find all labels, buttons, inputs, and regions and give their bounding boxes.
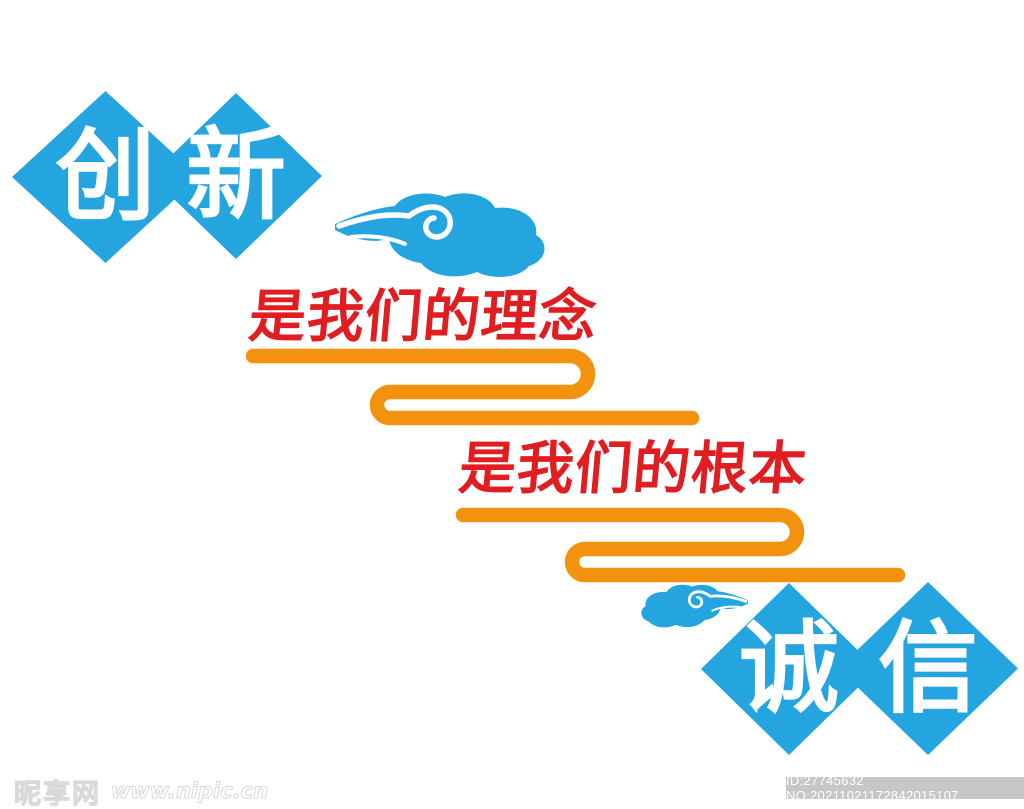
watermark: 昵享网 www.nipic.cn: [14, 776, 269, 809]
diamond-char-chuang: 创: [55, 118, 156, 235]
diamond-xin: 新: [150, 93, 322, 259]
watermark-site-name: 昵享网: [14, 778, 101, 809]
slogan-genben: 是我们的根本: [456, 436, 810, 502]
diamond-char-xinxin: 信: [878, 609, 978, 727]
serpentine-wave-ribbon-1: [246, 348, 700, 426]
auspicious-cloud-icon-large: [335, 193, 545, 277]
diamond-char-xin: 新: [186, 117, 286, 234]
watermark-site-url: www.nipic.cn: [110, 779, 269, 804]
serpentine-wave-ribbon-2: [456, 507, 906, 583]
diamond-char-cheng: 诚: [739, 610, 839, 727]
image-id-badge: ID:27745632 NO:20211021172842015107: [786, 773, 1024, 803]
auspicious-cloud-icon-small: [641, 584, 748, 628]
slogan-linian: 是我们的理念: [246, 284, 600, 350]
diamond-xinxin: 信: [838, 582, 1018, 755]
